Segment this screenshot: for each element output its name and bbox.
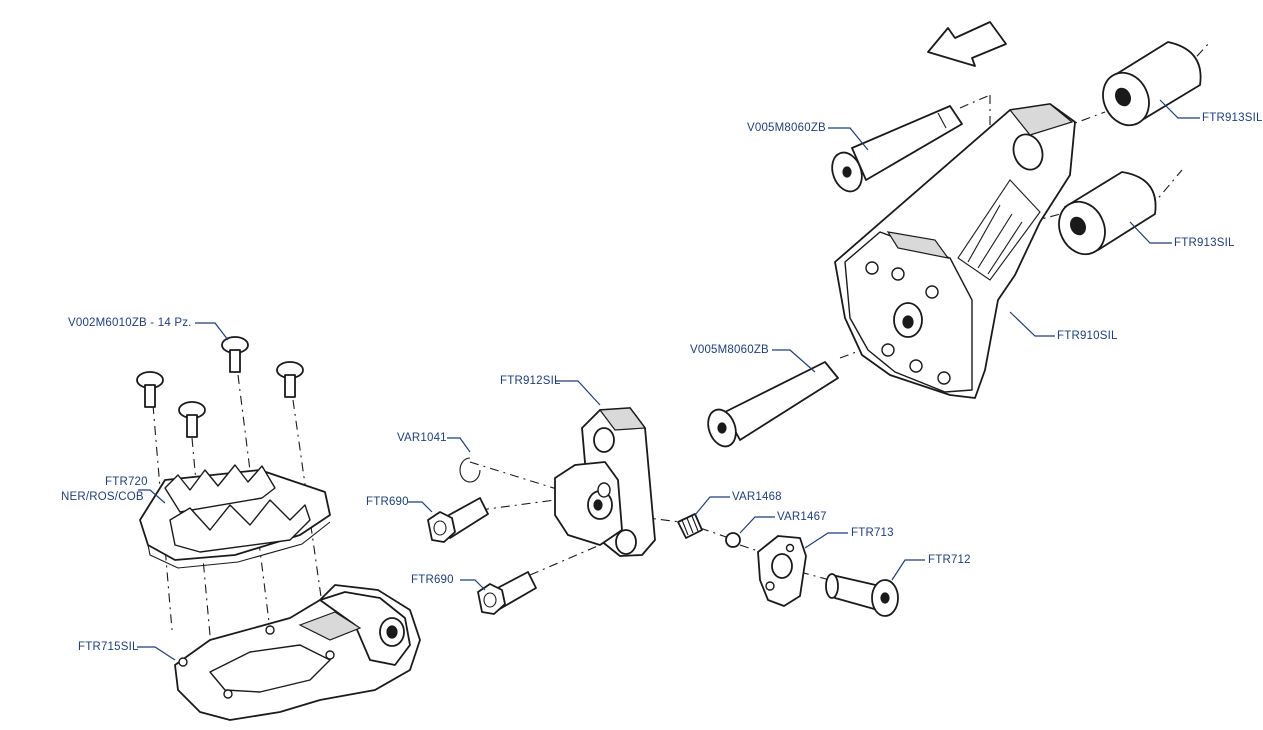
peg-body-part (174, 584, 421, 721)
label-pin: FTR712 (928, 554, 971, 566)
label-bolt-mid: V005M8060ZB (690, 344, 769, 356)
label-ball: VAR1467 (777, 511, 827, 523)
peg-pad-part (139, 464, 331, 569)
label-screws: V002M6010ZB - 14 Pz. (68, 317, 192, 329)
label-plate: FTR910SIL (1057, 330, 1118, 342)
label-spacer-top: FTR913SIL (1202, 112, 1263, 124)
label-detent-plate: FTR713 (851, 527, 894, 539)
label-bolt-b: FTR690 (411, 574, 454, 586)
label-bolt-top: V005M8060ZB (747, 122, 826, 134)
label-bolt-a: FTR690 (366, 496, 409, 508)
label-circlip: VAR1041 (397, 432, 447, 444)
bolt-b-part (477, 571, 537, 615)
label-peg-body: FTR715SIL (78, 641, 139, 653)
bolt-top-part (831, 105, 963, 193)
detent-plate-part (757, 535, 807, 607)
spring-part (677, 513, 703, 539)
plate-part (834, 103, 1076, 399)
pin-part (825, 573, 899, 617)
label-spring: VAR1468 (732, 491, 782, 503)
spacer-mid-part (1058, 171, 1157, 256)
label-peg-pad-line1: FTR720 (105, 476, 148, 488)
circlip-part (459, 457, 481, 483)
label-spacer-mid: FTR913SIL (1174, 237, 1235, 249)
pivot-block-part (554, 407, 656, 557)
bolt-a-part (427, 497, 489, 543)
ball-part (725, 532, 741, 548)
bolt-mid-part (707, 361, 839, 448)
screws-part (136, 336, 304, 438)
label-pivot-block: FTR912SIL (500, 375, 561, 387)
spacer-top-part (1102, 41, 1202, 127)
label-peg-pad-line2: NER/ROS/COB (61, 491, 144, 503)
direction-arrow-icon (927, 21, 1007, 67)
leader-lines (137, 99, 1200, 661)
